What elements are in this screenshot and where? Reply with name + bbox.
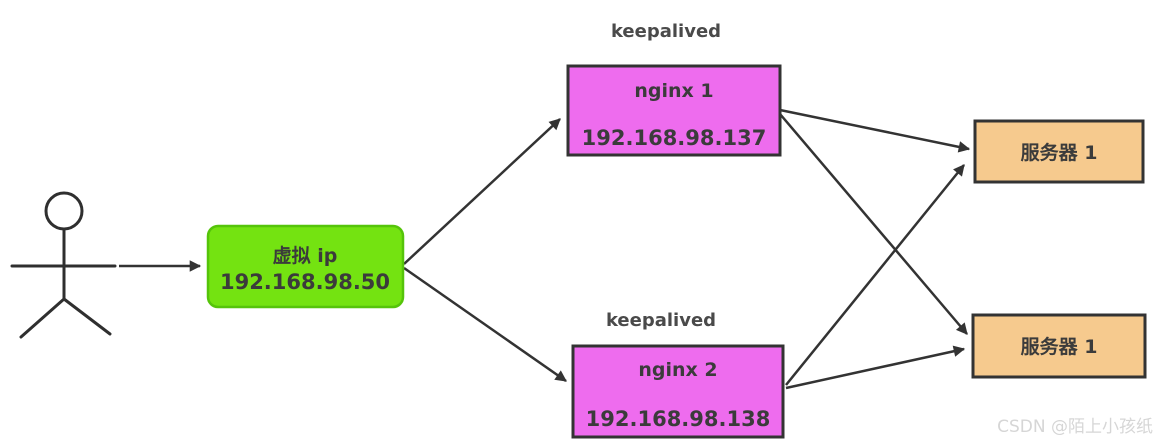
arrow-nginx2-to-server1 — [785, 164, 965, 386]
server2-box — [971, 313, 1147, 379]
user-leg-left — [19, 297, 66, 339]
arrow-nginx1-to-server2 — [779, 113, 968, 335]
user-leg-right — [62, 297, 112, 336]
keepalived-label-bottom: keepalived — [606, 310, 716, 331]
virtual-ip-title: 虚拟 ip — [273, 244, 338, 267]
server2-node: 服务器 1 — [971, 313, 1147, 379]
nginx1-address: 192.168.98.137 — [582, 126, 767, 150]
nginx1-node: nginx 1 192.168.98.137 — [566, 64, 782, 157]
virtual-ip-box — [206, 224, 405, 309]
user-head — [44, 191, 84, 231]
user-figure — [10, 191, 117, 339]
nginx2-node: nginx 2 192.168.98.138 — [571, 344, 785, 439]
server1-box — [973, 119, 1145, 184]
nginx1-title: nginx 1 — [634, 80, 713, 102]
server1-node: 服务器 1 — [973, 119, 1145, 184]
server1-title: 服务器 1 — [1021, 141, 1098, 164]
nginx2-title: nginx 2 — [638, 359, 717, 381]
nginx2-address: 192.168.98.138 — [586, 407, 771, 431]
nginx2-box — [571, 344, 785, 439]
arrow-nginx1-to-server1 — [779, 108, 971, 153]
virtual-ip-node: 虚拟 ip 192.168.98.50 — [206, 224, 405, 309]
virtual-ip-address: 192.168.98.50 — [220, 270, 390, 294]
arrow-nginx2-to-server2 — [785, 345, 966, 390]
keepalived-label-top: keepalived — [611, 21, 721, 42]
arrow-vip-to-nginx2 — [403, 266, 567, 383]
server2-title: 服务器 1 — [1021, 335, 1098, 358]
arrow-vip-to-nginx1 — [403, 118, 561, 265]
nginx1-box — [566, 64, 782, 157]
watermark: CSDN @陌上小孩纸 — [997, 417, 1153, 437]
